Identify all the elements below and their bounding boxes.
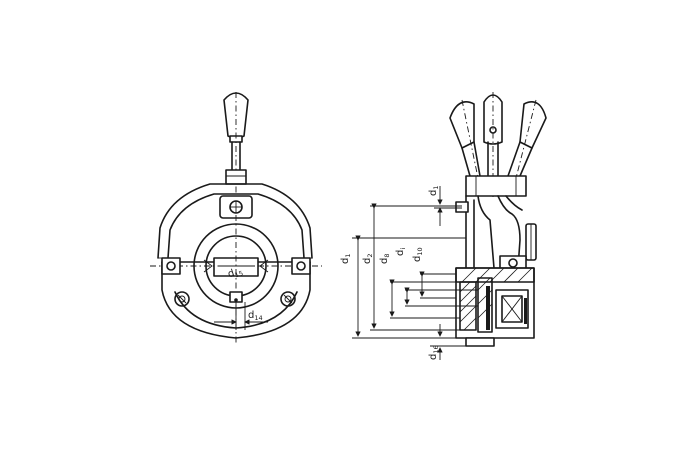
side-dimension-lines (352, 186, 478, 360)
side-knuckle (465, 175, 527, 197)
label-d1: d1 (340, 254, 352, 265)
dim-d14 (214, 302, 268, 330)
label-d10: d10 (412, 247, 424, 262)
label-d14: d14 (248, 310, 263, 322)
lever-handle-right (507, 99, 547, 179)
side-view (352, 92, 547, 360)
label-d8: d8 (379, 254, 391, 265)
label-di: di (395, 248, 407, 256)
side-column (455, 195, 537, 271)
label-d15: d15 (227, 265, 245, 281)
lever-handle-left (449, 99, 481, 179)
label-d16: d16 (428, 345, 440, 360)
front-view (150, 92, 322, 345)
side-base-section (455, 267, 535, 347)
label-d2: d2 (362, 254, 374, 265)
front-side-bolts (161, 257, 311, 275)
front-mounting-screws (174, 291, 296, 307)
front-top-pivot (219, 195, 253, 219)
front-bracket-arc (157, 183, 313, 259)
label-d1-top: d1 (428, 186, 440, 197)
front-lever-handle (223, 92, 249, 195)
